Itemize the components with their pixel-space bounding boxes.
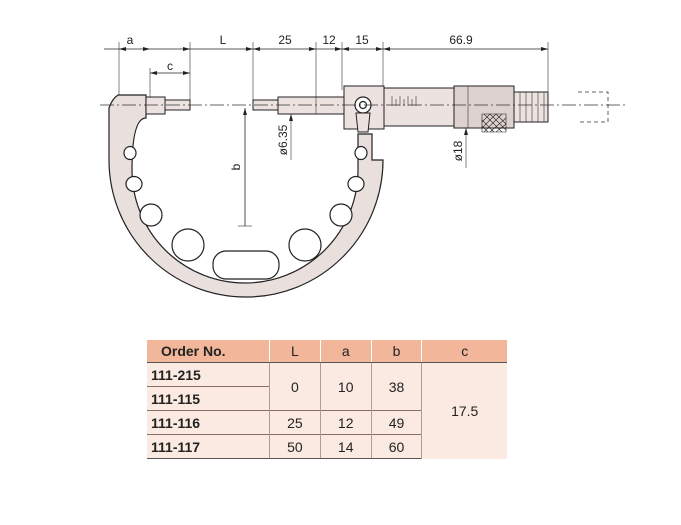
ratchet-extension-outline xyxy=(578,91,609,123)
anvil xyxy=(145,96,166,115)
table-header-row: Order No. L a b c xyxy=(147,340,507,363)
table-row: 111-117 50 14 60 xyxy=(147,434,507,459)
frame-holes xyxy=(123,145,368,280)
dim-label-12: 12 xyxy=(322,33,336,47)
header-c: c xyxy=(421,340,507,363)
cell-b-117: 60 xyxy=(370,434,422,459)
spindle xyxy=(277,96,346,115)
top-dimension-lines xyxy=(104,42,549,100)
dim-label-dia-6-35: ø6.35 xyxy=(276,124,290,155)
cell-a-117: 14 xyxy=(319,434,372,459)
ratchet xyxy=(513,91,549,123)
dim-label-b: b xyxy=(229,163,243,170)
thimble-knurl xyxy=(481,113,507,133)
table-row: 111-215 0 10 38 17.5 xyxy=(147,362,507,459)
dim-label-dia-18: ø18 xyxy=(451,140,465,161)
header-L: L xyxy=(269,340,321,363)
dim-label-15: 15 xyxy=(355,33,369,47)
micrometer-drawing: a c L 25 12 15 66.9 b ø6.35 ø18 xyxy=(100,33,625,298)
dim-label-a: a xyxy=(127,33,134,47)
dim-label-L: L xyxy=(220,33,227,47)
sleeve-graduations xyxy=(391,96,417,106)
header-a: a xyxy=(319,340,372,363)
dim-label-66-9: 66.9 xyxy=(449,33,473,47)
order-no-111-115: 111-115 xyxy=(147,386,270,411)
cell-b-116: 49 xyxy=(370,410,422,435)
dim-label-25: 25 xyxy=(278,33,292,47)
dim-label-c: c xyxy=(167,59,173,73)
cell-a-top: 10 xyxy=(319,362,372,411)
header-order-no: Order No. xyxy=(147,340,270,363)
cell-L-117: 50 xyxy=(269,434,321,459)
sleeve xyxy=(383,87,455,127)
cell-L-116: 25 xyxy=(269,410,321,435)
table-row: 111-115 xyxy=(147,386,507,411)
cell-b-top: 38 xyxy=(370,362,422,411)
order-no-111-116: 111-116 xyxy=(147,410,270,435)
ratchet-ridges xyxy=(519,92,545,122)
thimble xyxy=(453,85,515,129)
table-row: 111-116 25 12 49 xyxy=(147,410,507,435)
spec-table: Order No. L a b c 111-215 0 10 38 17.5 1… xyxy=(147,340,507,459)
clamp-lever xyxy=(355,112,371,133)
order-no-111-215: 111-215 xyxy=(147,362,270,387)
order-no-111-117: 111-117 xyxy=(147,434,270,459)
cell-L-top: 0 xyxy=(269,362,321,411)
cell-c-all: 17.5 xyxy=(421,362,507,459)
header-b: b xyxy=(370,340,422,363)
cell-a-116: 12 xyxy=(319,410,372,435)
